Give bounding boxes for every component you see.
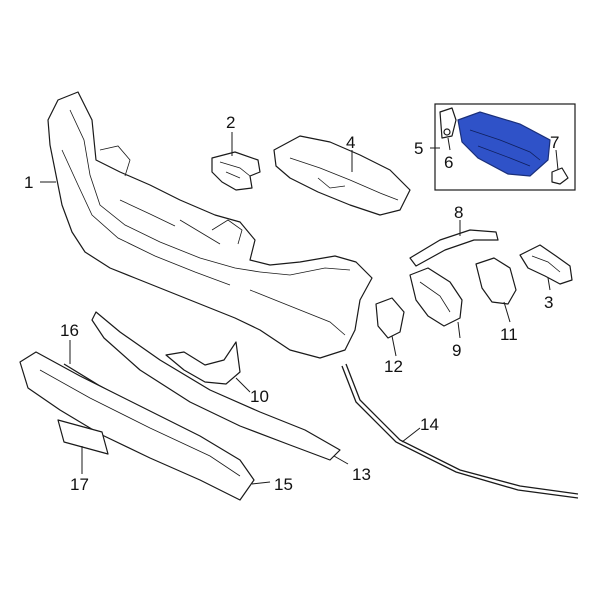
callout-8: 8 <box>454 203 463 222</box>
part-5-highlighted-guide <box>457 111 551 177</box>
callout-7: 7 <box>550 133 559 152</box>
callout-16: 16 <box>60 321 79 340</box>
part-3-mount <box>519 244 573 285</box>
callout-1: 1 <box>24 173 33 192</box>
callout-labels: 1 2 3 4 5 6 7 8 9 10 11 12 13 14 15 16 1… <box>24 113 559 494</box>
part-1-bumper-cover <box>47 91 373 359</box>
part-2-bracket <box>211 151 261 191</box>
callout-12: 12 <box>384 357 403 376</box>
callout-10: 10 <box>250 387 269 406</box>
callout-11: 11 <box>500 325 518 344</box>
leader-lines <box>40 132 559 485</box>
part-14-lip-strip <box>341 363 579 499</box>
callout-6: 6 <box>444 153 453 172</box>
part-10-bezel <box>165 341 241 385</box>
part-12-clip <box>375 297 405 339</box>
callout-13: 13 <box>352 465 371 484</box>
callout-2: 2 <box>226 113 235 132</box>
part-8-strip-bracket <box>409 229 499 267</box>
callout-15: 15 <box>274 475 293 494</box>
callout-5: 5 <box>414 139 423 158</box>
callout-4: 4 <box>346 133 355 152</box>
part-15-skid-plate <box>19 351 255 501</box>
callout-9: 9 <box>452 341 461 360</box>
part-9-bracket <box>409 267 463 327</box>
part-4-upper-shield <box>273 135 411 216</box>
callout-17: 17 <box>70 475 89 494</box>
part-11-bracket <box>475 257 517 305</box>
part-13-lower-trim <box>91 311 341 461</box>
callout-14: 14 <box>420 415 439 434</box>
part-17-plate-bracket <box>57 419 109 455</box>
callout-3: 3 <box>544 293 553 312</box>
part-5-assembly-box <box>434 103 576 191</box>
